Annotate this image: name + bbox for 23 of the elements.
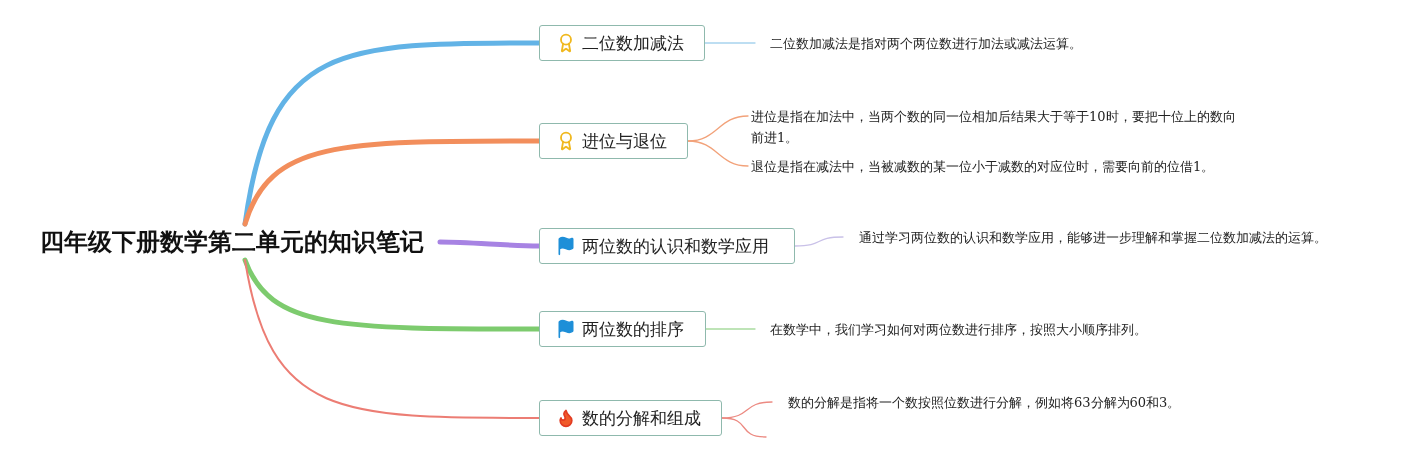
topic-label: 两位数的排序 (582, 317, 684, 341)
note-text: 退位是指在减法中，当被减数的某一位小于减数的对应位时，需要向前的位借1。 (751, 158, 1216, 176)
topic-box (539, 311, 706, 347)
note-text: 通过学习两位数的认识和数学应用，能够进一步理解和掌握二位数加减法的运算。 (859, 229, 1328, 247)
note-text: 进位是指在加法中，当两个数的同一位相加后结果大于等于10时，要把十位上的数向前进1。 (751, 108, 1237, 147)
topic-box (539, 400, 722, 436)
central-topic: 四年级下册数学第二单元的知识笔记 (40, 227, 424, 258)
note-text: 二位数加减法是指对两个两位数进行加法或减法运算。 (770, 35, 1083, 53)
note-text: 在数学中，我们学习如何对两位数进行排序，按照大小顺序排列。 (770, 321, 1148, 339)
topic-box (539, 123, 688, 159)
connector-line (244, 259, 540, 419)
topic-label: 二位数加减法 (582, 31, 684, 55)
topic-box (539, 25, 705, 61)
connector-line (705, 328, 756, 330)
connector-line (687, 140, 749, 167)
connector-line (794, 236, 844, 247)
topic-label: 两位数的认识和数学应用 (582, 234, 769, 258)
topic-box (539, 228, 795, 264)
topic-label: 数的分解和组成 (582, 406, 701, 430)
connector-line (721, 417, 767, 438)
topic-label: 进位与退位 (582, 129, 667, 153)
note-text: 数的分解是指将一个数按照位数进行分解，例如将63分解为60和3。 (788, 394, 1182, 412)
connector-line (704, 42, 756, 44)
